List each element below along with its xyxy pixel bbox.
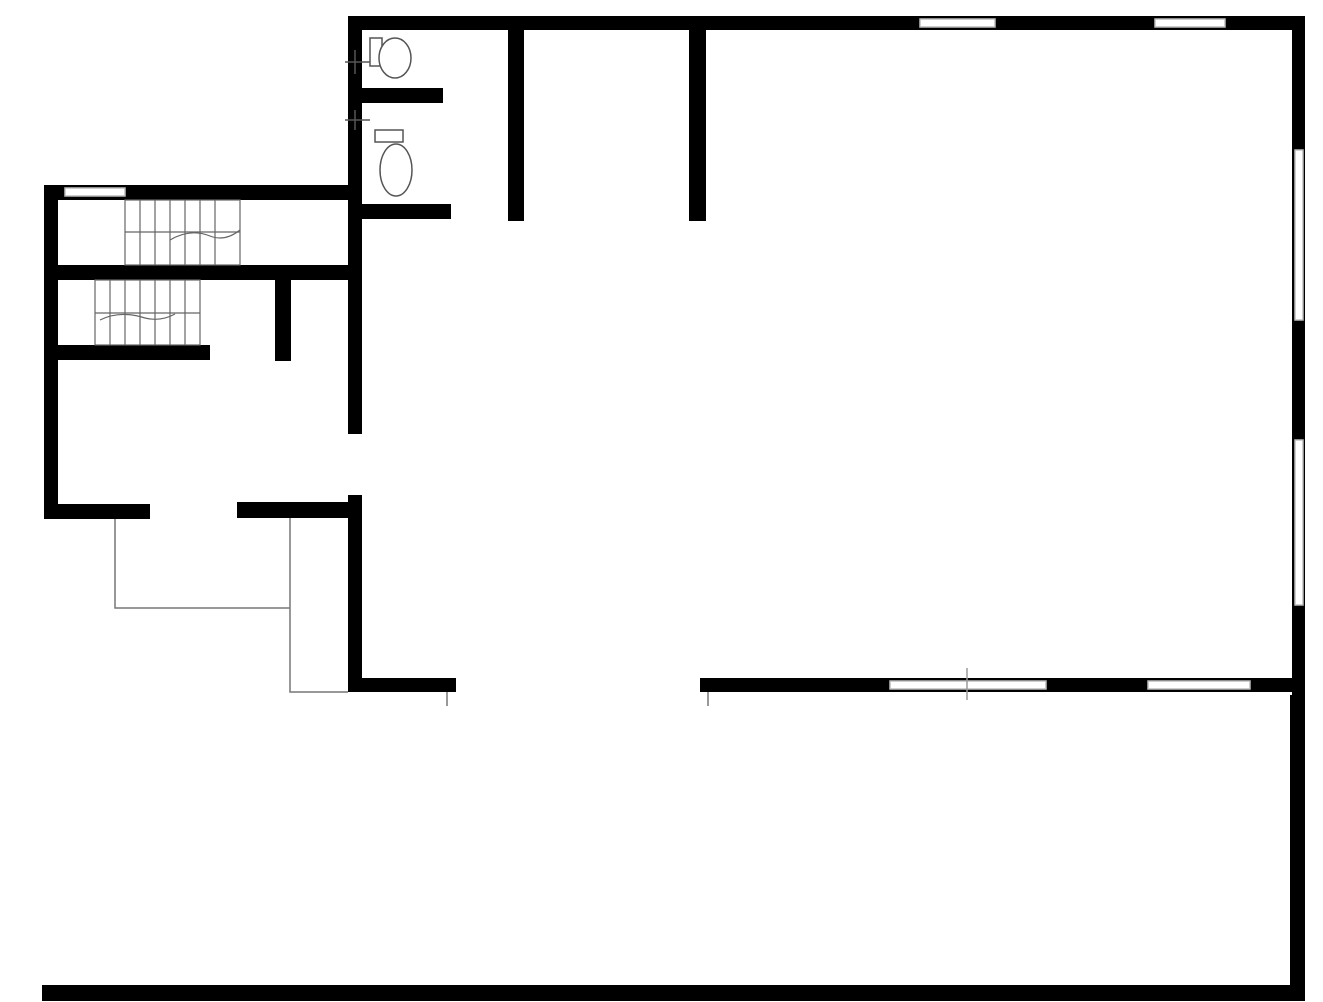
frame-bottom bbox=[42, 985, 1305, 1001]
stairs-icon bbox=[94, 199, 241, 346]
wall-annex-left bbox=[44, 185, 58, 519]
wall-annex-stair-bottom bbox=[58, 345, 210, 360]
window-icon bbox=[1294, 439, 1304, 606]
wall-top bbox=[348, 16, 1305, 30]
window-icon bbox=[1294, 149, 1304, 321]
wall-partition-1 bbox=[508, 30, 524, 221]
entrance-outline bbox=[114, 518, 709, 706]
toilets bbox=[345, 37, 413, 197]
window-icon bbox=[1147, 680, 1251, 690]
wall-toilet-2 bbox=[348, 204, 451, 219]
window-icon bbox=[919, 18, 996, 28]
window-icon bbox=[889, 680, 1047, 690]
walls bbox=[42, 16, 1305, 1001]
wall-main-left-upper bbox=[348, 16, 362, 434]
wall-main-left-lower bbox=[348, 495, 362, 692]
wall-toilet-1 bbox=[348, 88, 443, 103]
window-icon bbox=[64, 187, 126, 197]
wall-bottom-left bbox=[348, 678, 456, 692]
frame-right bbox=[1290, 695, 1305, 1001]
wall-annex-bottom-right bbox=[237, 502, 348, 518]
wall-annex-bottom-left bbox=[44, 504, 150, 519]
wall-partition-2 bbox=[689, 30, 706, 221]
toilet-icon bbox=[345, 37, 412, 79]
wall-annex-mid bbox=[58, 265, 348, 280]
toilet-icon bbox=[345, 110, 413, 197]
wall-annex-stub bbox=[275, 280, 291, 361]
window-icon bbox=[1154, 18, 1226, 28]
windows bbox=[64, 18, 1304, 700]
